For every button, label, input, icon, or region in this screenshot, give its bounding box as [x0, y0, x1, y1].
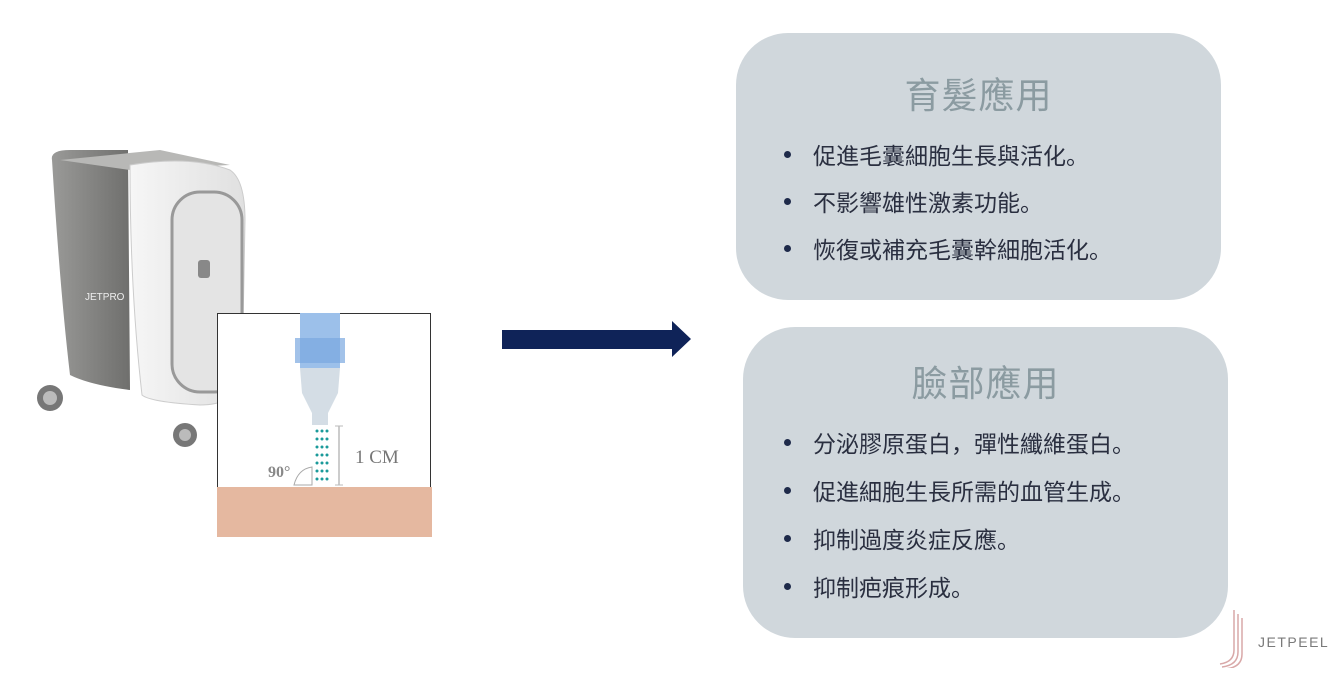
- bullet-icon: [784, 534, 791, 542]
- angle-label: 90°: [268, 464, 291, 481]
- card-title: 育髮應用: [904, 76, 1053, 117]
- device-brand-logo: JETPRO: [85, 292, 125, 303]
- card-title: 臉部應用: [911, 364, 1060, 405]
- distance-label: 1 CM: [355, 447, 399, 468]
- list-item: 恢復或補充毛囊幹細胞活化。: [784, 231, 1112, 265]
- bullet-icon: [784, 150, 791, 158]
- right-angle-icon: [293, 466, 313, 486]
- list-item: 不影響雄性激素功能。: [784, 184, 1043, 218]
- list-item: 促進細胞生長所需的血管生成。: [784, 473, 1135, 507]
- bullet-icon: [784, 582, 791, 590]
- face-application-card: 臉部應用 分泌膠原蛋白，彈性纖維蛋白。 促進細胞生長所需的血管生成。 抑制過度炎…: [743, 327, 1228, 638]
- list-item: 抑制疤痕形成。: [784, 569, 974, 603]
- bullet-icon: [784, 244, 791, 252]
- jetpro-device-image: JETPRO: [37, 150, 274, 447]
- jet-nozzle-image: [295, 313, 345, 425]
- bullet-icon: [784, 438, 791, 446]
- list-item: 促進毛囊細胞生長與活化。: [784, 137, 1089, 171]
- bullet-icon: [784, 486, 791, 494]
- jetpeel-logo-icon: [1219, 610, 1243, 668]
- right-arrow-icon: [502, 321, 691, 357]
- skin-layer: [217, 487, 432, 537]
- hair-application-card: 育髮應用 促進毛囊細胞生長與活化。 不影響雄性激素功能。 恢復或補充毛囊幹細胞活…: [736, 33, 1221, 300]
- jetpeel-logo-text: JETPEEL: [1258, 634, 1330, 650]
- list-item: 分泌膠原蛋白，彈性纖維蛋白。: [784, 425, 1135, 459]
- jet-stream-dots: [315, 429, 329, 481]
- distance-marker-icon: [335, 425, 343, 486]
- bullet-icon: [784, 197, 791, 205]
- list-item: 抑制過度炎症反應。: [784, 521, 1020, 555]
